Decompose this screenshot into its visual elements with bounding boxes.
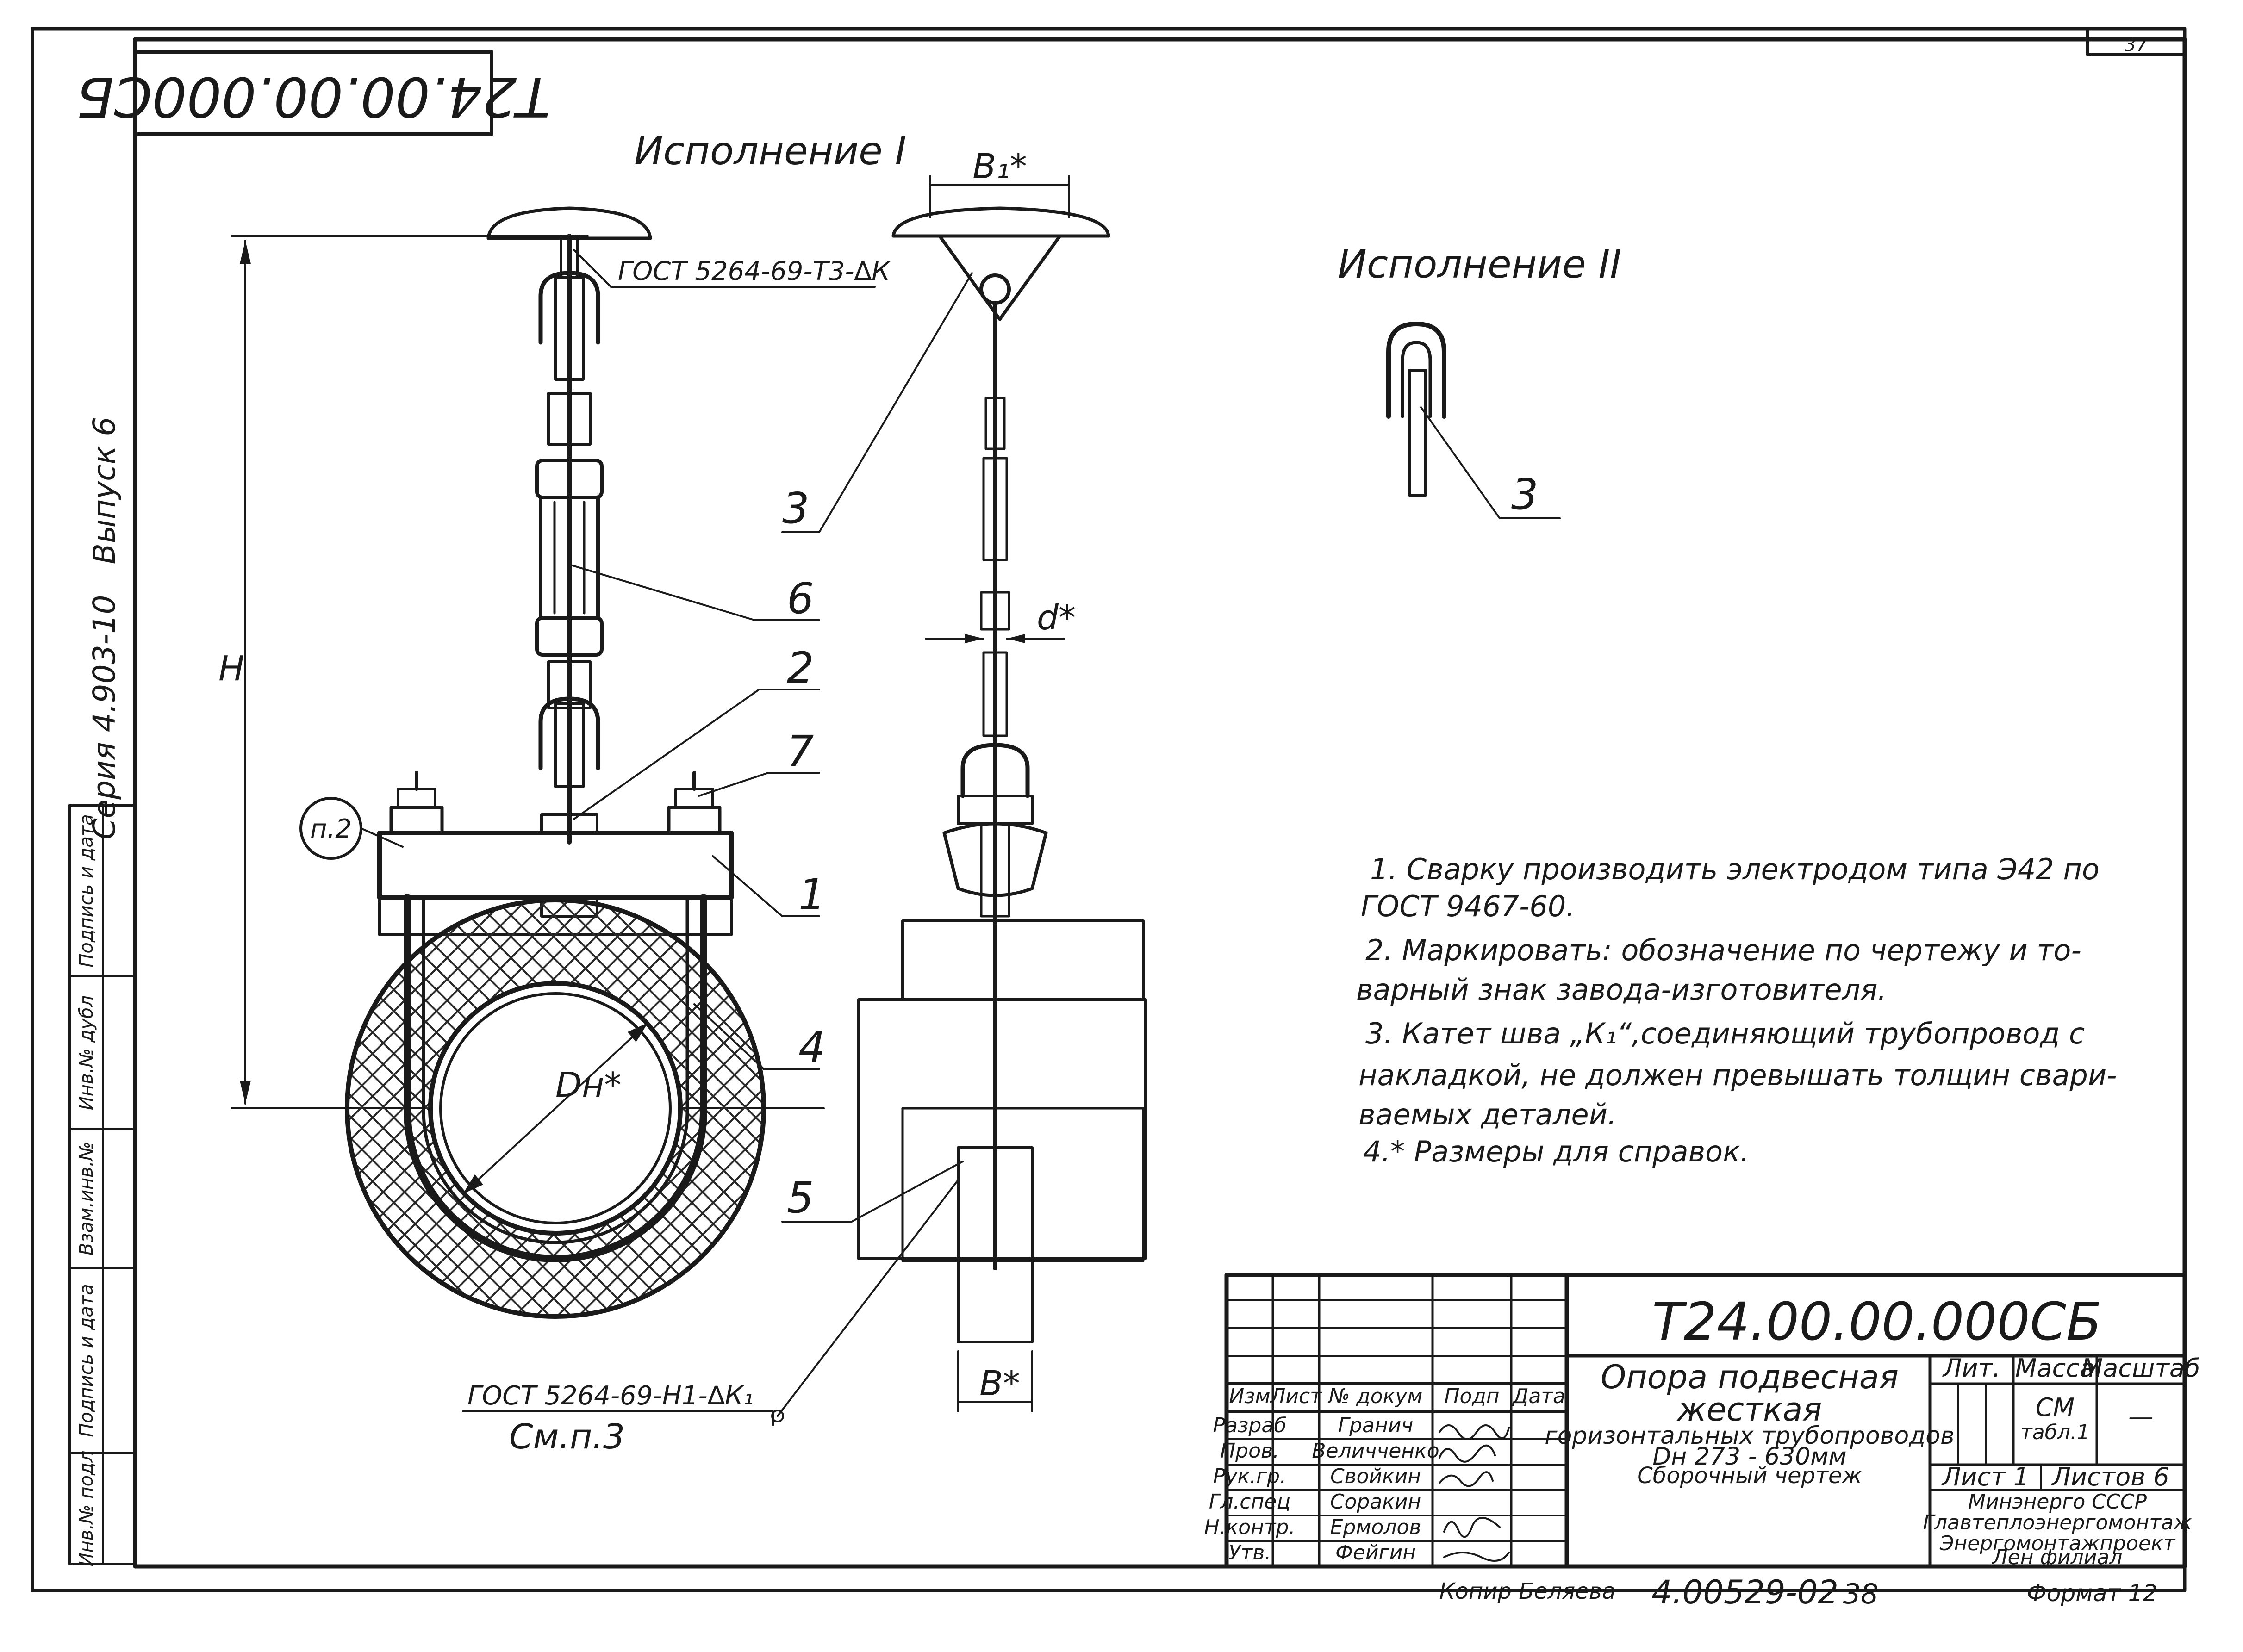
role-2: Пров. (1220, 1439, 1279, 1463)
note-line-2: ГОСТ 9467-60. (1361, 889, 1575, 923)
series-label: Серия 4.903-10 (87, 595, 122, 840)
hdr-mass: Масса (2015, 1354, 2095, 1383)
signature-scribbles (1439, 1424, 1510, 1562)
archive-number: 4.00529-02 (1651, 1573, 1838, 1611)
name-3: Свойкин (1330, 1465, 1421, 1488)
callout-3: 3 (782, 484, 810, 533)
callout-p2: п.2 (310, 814, 352, 844)
front-view-leaders (299, 249, 959, 1426)
role-1: Разраб (1213, 1414, 1287, 1437)
callout-2: 2 (787, 643, 814, 693)
version-1-heading: Исполнение I (634, 128, 906, 174)
org-1: Минэнерго СССР (1968, 1490, 2147, 1514)
col-header-rev: Изм (1229, 1385, 1271, 1408)
mass-value-2: табл.1 (2020, 1421, 2090, 1444)
name-6: Фейгин (1335, 1541, 1416, 1565)
callout-5: 5 (787, 1173, 814, 1223)
side-view-leaders (781, 272, 973, 1223)
col-header-date: Дата (1512, 1385, 1565, 1408)
callout-3-version2: 3 (1511, 470, 1539, 519)
rotated-doc-code: Т24.00.00.000СБ (76, 65, 550, 129)
title-name-4: Dн 273 - 630мм (1652, 1443, 1846, 1471)
note-line-4: варный знак завода-изготовителя. (1356, 973, 1887, 1006)
dim-Dn: Dн* (555, 1065, 621, 1105)
gost-top-callout: ГОСТ 5264-69-Т3-∆К (618, 256, 891, 286)
hdr-scale: Масштаб (2081, 1354, 2200, 1383)
sheet-frame (31, 27, 2187, 1592)
version-2-detail (1386, 322, 1561, 519)
gost-bottom-callout: ГОСТ 5264-69-Н1-∆К₁ (467, 1381, 754, 1411)
version-2-heading: Исполнение II (1338, 242, 1621, 287)
format-label: Формат 12 (2027, 1580, 2157, 1607)
name-1: Гранич (1338, 1414, 1414, 1437)
see-note-callout: См.п.3 (509, 1417, 625, 1457)
strip-label-1: Инв.№ подл (76, 1451, 97, 1567)
org-2: Главтеплоэнергомонтаж (1923, 1511, 2192, 1534)
note-line-7: ваемых деталей. (1358, 1098, 1617, 1131)
title-name-2: жесткая (1676, 1391, 1822, 1428)
title-name-1: Опора подвесная (1601, 1358, 1899, 1396)
role-5: Н.контр. (1204, 1515, 1296, 1539)
dim-H: H (218, 649, 244, 689)
copy-label: Копир Беляева (1439, 1578, 1616, 1604)
hdr-lit: Лит. (1942, 1354, 2000, 1383)
side-view (857, 175, 1147, 1412)
strip-label-3: Взам.инв.№ (76, 1142, 97, 1255)
note-line-1: 1. Сварку производить электродом типа Э4… (1370, 852, 2100, 886)
note-line-3: 2. Маркировать: обозначение по чертежу и… (1365, 933, 2081, 967)
role-3: Рук.гр. (1213, 1465, 1286, 1488)
rotated-code-box: Т24.00.00.000СБ (76, 50, 550, 136)
col-header-docno: № докум (1327, 1385, 1423, 1408)
org-4: Лен филиал (1992, 1546, 2123, 1569)
note-line-8: 4.* Размеры для справок. (1363, 1135, 1749, 1168)
note-line-5: 3. Катет шва „К₁“,соединяющий трубопрово… (1365, 1017, 2085, 1050)
strip-label-5: Подпись и дата (76, 814, 97, 967)
dim-B: В* (979, 1364, 1020, 1404)
callout-6: 6 (787, 574, 814, 623)
issue-label: Выпуск 6 (87, 417, 122, 565)
front-view (231, 206, 825, 1319)
archive-sheet: 38 (1843, 1578, 1878, 1610)
role-6: Утв. (1228, 1541, 1271, 1565)
dim-B1: В₁* (972, 147, 1027, 186)
page-number: 37 (2125, 34, 2148, 56)
scale-value: — (2128, 1402, 2153, 1431)
callout-7: 7 (787, 727, 814, 776)
title-block (1224, 1273, 2187, 1569)
col-header-sheet: Лист (1269, 1385, 1322, 1408)
callout-1: 1 (798, 870, 826, 919)
name-5: Ермолов (1330, 1515, 1421, 1539)
note-line-6: накладкой, не должен превышать толщин св… (1358, 1058, 2117, 1092)
col-header-sign: Подп (1444, 1385, 1499, 1408)
title-name-5: Сборочный чертеж (1637, 1463, 1862, 1489)
dim-d: d* (1037, 598, 1076, 638)
sheet-no: Лист 1 (1941, 1462, 2029, 1491)
title-doc-code: Т24.00.00.000СБ (1652, 1292, 2102, 1352)
technical-notes: 1. Сварку производить электродом типа Э4… (1356, 852, 2117, 1168)
name-4: Соракин (1330, 1490, 1421, 1514)
title-name-3: горизонтальных трубопроводов (1545, 1422, 1954, 1450)
left-binding-strip (68, 804, 137, 1565)
strip-label-2: Подпись и дата (76, 1284, 97, 1437)
sheets-total: Листов 6 (2051, 1462, 2169, 1491)
org-3: Энергомонтажпроект (1939, 1532, 2176, 1555)
name-2: Величченко (1312, 1439, 1439, 1463)
mass-value: СМ (2036, 1393, 2075, 1422)
role-4: Гл.спец (1209, 1490, 1291, 1514)
strip-label-4: Инв.№ дубл (76, 995, 97, 1110)
callout-4: 4 (798, 1023, 826, 1072)
